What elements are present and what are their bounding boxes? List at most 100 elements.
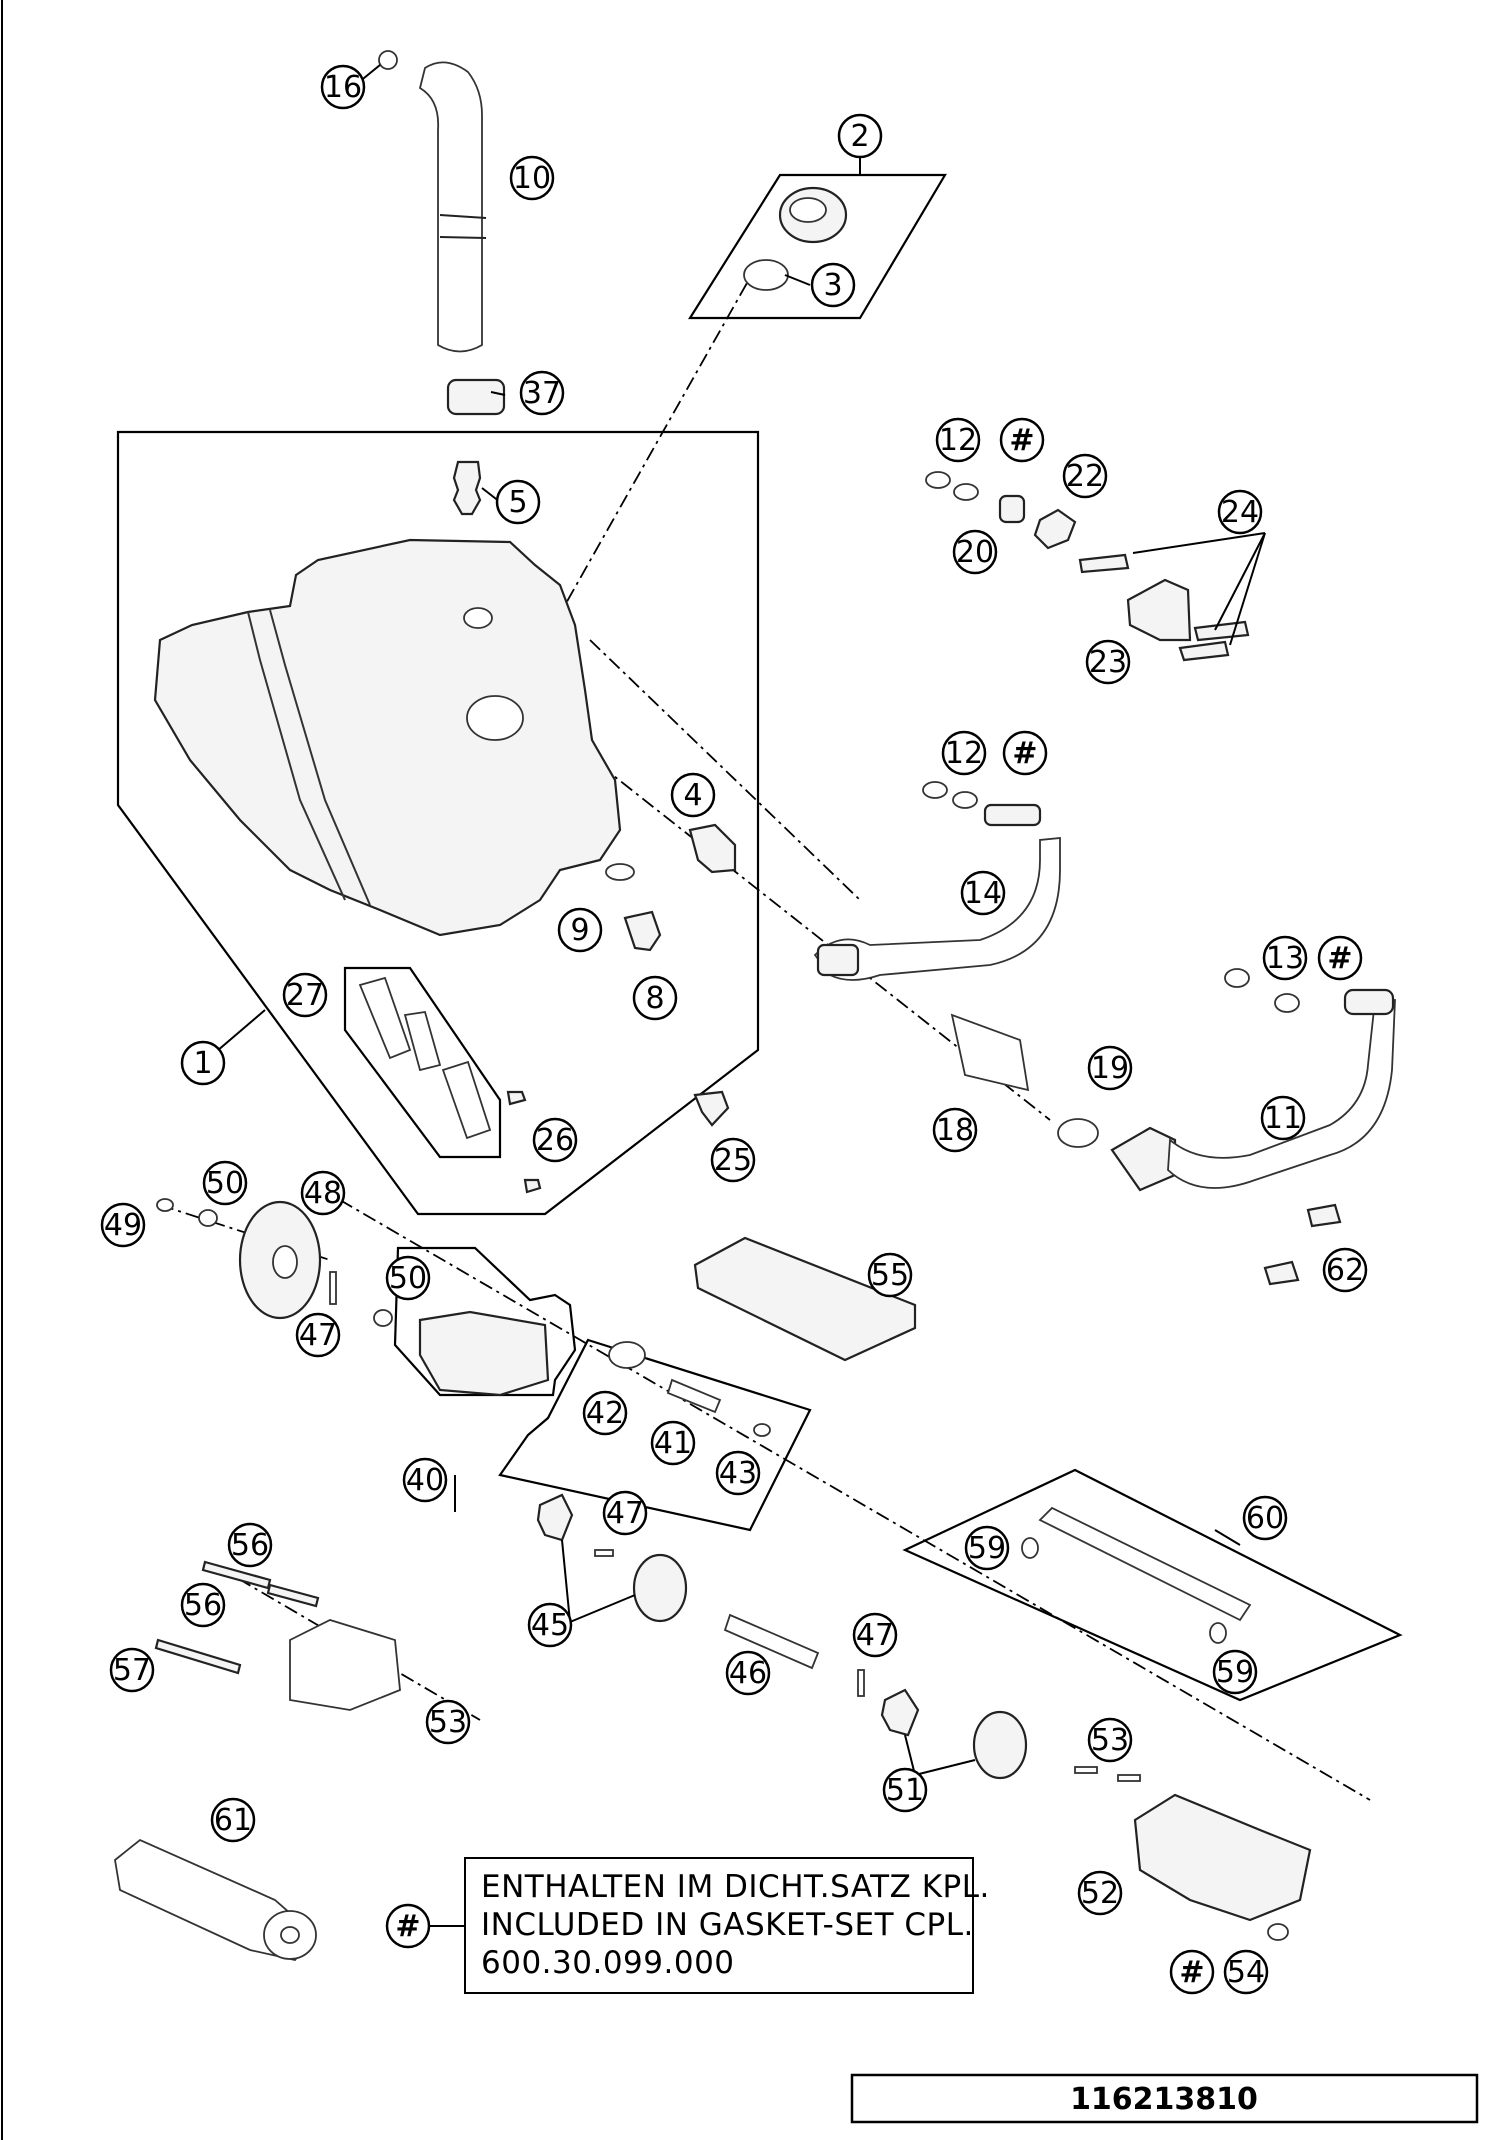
frame-cap-assembly — [688, 173, 947, 320]
callout-53-left-number: 53 — [429, 1705, 467, 1740]
part-18-oil-screen — [950, 1013, 1030, 1092]
callout-12-mid: 12 — [941, 730, 987, 776]
callout-25: 25 — [710, 1137, 756, 1183]
callout-47-bottom-number: 47 — [856, 1618, 894, 1653]
callout-53-right-number: 53 — [1091, 1723, 1129, 1758]
callout-61: 61 — [210, 1797, 256, 1843]
callout-26: 26 — [532, 1117, 578, 1163]
callout-48: 48 — [300, 1170, 346, 1216]
callout-27: 27 — [282, 972, 328, 1018]
callout-16: 16 — [320, 64, 366, 110]
callout-60-number: 60 — [1246, 1501, 1284, 1536]
callout-43-number: 43 — [719, 1456, 757, 1491]
callout-11-number: 11 — [1264, 1101, 1302, 1136]
part-27-gaskets — [358, 976, 492, 1140]
callout-24-number: 24 — [1221, 495, 1259, 530]
callout-54: 54 — [1223, 1949, 1269, 1995]
callout-16-number: 16 — [324, 70, 362, 105]
callout-4: 4 — [670, 772, 716, 818]
callout-48-number: 48 — [304, 1176, 342, 1211]
part-56-screw-a — [201, 1560, 272, 1590]
callout-61-number: 61 — [214, 1803, 252, 1838]
callout-11: 11 — [1260, 1095, 1306, 1141]
part-23-bracket — [1126, 578, 1192, 642]
part-25-screw — [693, 1090, 730, 1127]
callout-47-bottom: 47 — [852, 1612, 898, 1658]
part-22-nut — [1033, 508, 1077, 550]
callout-41: 41 — [650, 1420, 696, 1466]
callout-45-number: 45 — [531, 1608, 569, 1643]
callout-42: 42 — [582, 1390, 628, 1436]
gasket-mark-54-symbol: # — [1179, 1955, 1204, 1990]
gasket-mark-top-symbol: # — [1009, 423, 1034, 458]
callout-53-right: 53 — [1087, 1717, 1133, 1763]
callout-9: 9 — [557, 907, 603, 953]
gasket-note-line-1: ENTHALTEN IM DICHT.SATZ KPL. — [481, 1869, 990, 1905]
part-48-gear — [238, 1200, 322, 1320]
part-53-pin-a — [1074, 1766, 1098, 1774]
callout-22: 22 — [1062, 453, 1108, 499]
callout-51: 51 — [882, 1767, 928, 1813]
gasket-mark-13-symbol: # — [1327, 941, 1352, 976]
gasket-mark-mid: # — [1002, 730, 1048, 776]
part-50-washer-b — [373, 1309, 393, 1327]
part-5-breather-nipple — [452, 460, 482, 516]
frame-valve-assembly — [498, 1338, 812, 1532]
part-53-pin-b — [1117, 1774, 1141, 1782]
callout-40: 40 — [402, 1457, 448, 1503]
callout-50-top-number: 50 — [206, 1166, 244, 1201]
alignment-lines — [159, 259, 1371, 1801]
part-56-screw-b — [266, 1583, 320, 1608]
callout-52: 52 — [1077, 1870, 1123, 1916]
callout-22-number: 22 — [1066, 459, 1104, 494]
callout-59-top: 59 — [964, 1525, 1010, 1571]
part-14-connector — [983, 803, 1042, 827]
callout-2-number: 2 — [850, 119, 869, 154]
part-50-washer-a — [198, 1209, 218, 1227]
callout-47-top: 47 — [295, 1312, 341, 1358]
callout-47-mid: 47 — [602, 1490, 648, 1536]
part-13-gasket-b — [1274, 993, 1300, 1013]
part-13-gasket-a — [1224, 968, 1250, 988]
callout-1: 1 — [180, 1040, 226, 1086]
drawing-number-box: 116213810 — [850, 2073, 1479, 2124]
callout-23: 23 — [1085, 639, 1131, 685]
callout-2: 2 — [837, 113, 883, 159]
part-59-o-ring-b — [1209, 1622, 1227, 1644]
callout-3: 3 — [810, 262, 856, 308]
part-9-seal-ring — [605, 863, 635, 881]
part-4-fitting — [688, 823, 737, 874]
callout-59-bottom-number: 59 — [1216, 1655, 1254, 1690]
part-61-oil-filter — [114, 1838, 317, 1962]
part-47-pin-a — [329, 1271, 337, 1305]
part-54-o-ring — [1267, 1923, 1289, 1941]
callout-56-top: 56 — [227, 1522, 273, 1568]
callout-9-number: 9 — [570, 913, 589, 948]
callout-57: 57 — [109, 1647, 155, 1693]
callout-55: 55 — [867, 1252, 913, 1298]
gasket-note: # ENTHALTEN IM DICHT.SATZ KPL. INCLUDED … — [385, 1857, 990, 1994]
part-20-banjo — [998, 494, 1026, 524]
callout-42-number: 42 — [586, 1396, 624, 1431]
callout-41-number: 41 — [654, 1426, 692, 1461]
gasket-note-line-2: INCLUDED IN GASKET-SET CPL. — [481, 1907, 974, 1943]
callout-62: 62 — [1322, 1247, 1368, 1293]
part-62-screw-b — [1263, 1260, 1300, 1286]
callout-37-number: 37 — [523, 376, 561, 411]
callout-46: 46 — [725, 1650, 771, 1696]
callout-50-mid-number: 50 — [389, 1261, 427, 1296]
callout-18-number: 18 — [936, 1113, 974, 1148]
part-16-plug — [378, 50, 398, 70]
part-60-tube — [1038, 1506, 1252, 1622]
part-8-screw-plug — [623, 910, 662, 952]
gasket-note-symbol: # — [395, 1909, 420, 1944]
callout-8-number: 8 — [645, 981, 664, 1016]
callout-50-top: 50 — [202, 1160, 248, 1206]
gasket-mark-54: # — [1169, 1949, 1215, 1995]
callout-37: 37 — [519, 370, 565, 416]
callout-59-bottom: 59 — [1212, 1649, 1258, 1695]
callout-45: 45 — [527, 1602, 573, 1648]
callout-27-number: 27 — [286, 978, 324, 1013]
callout-12-top: 12 — [935, 417, 981, 463]
